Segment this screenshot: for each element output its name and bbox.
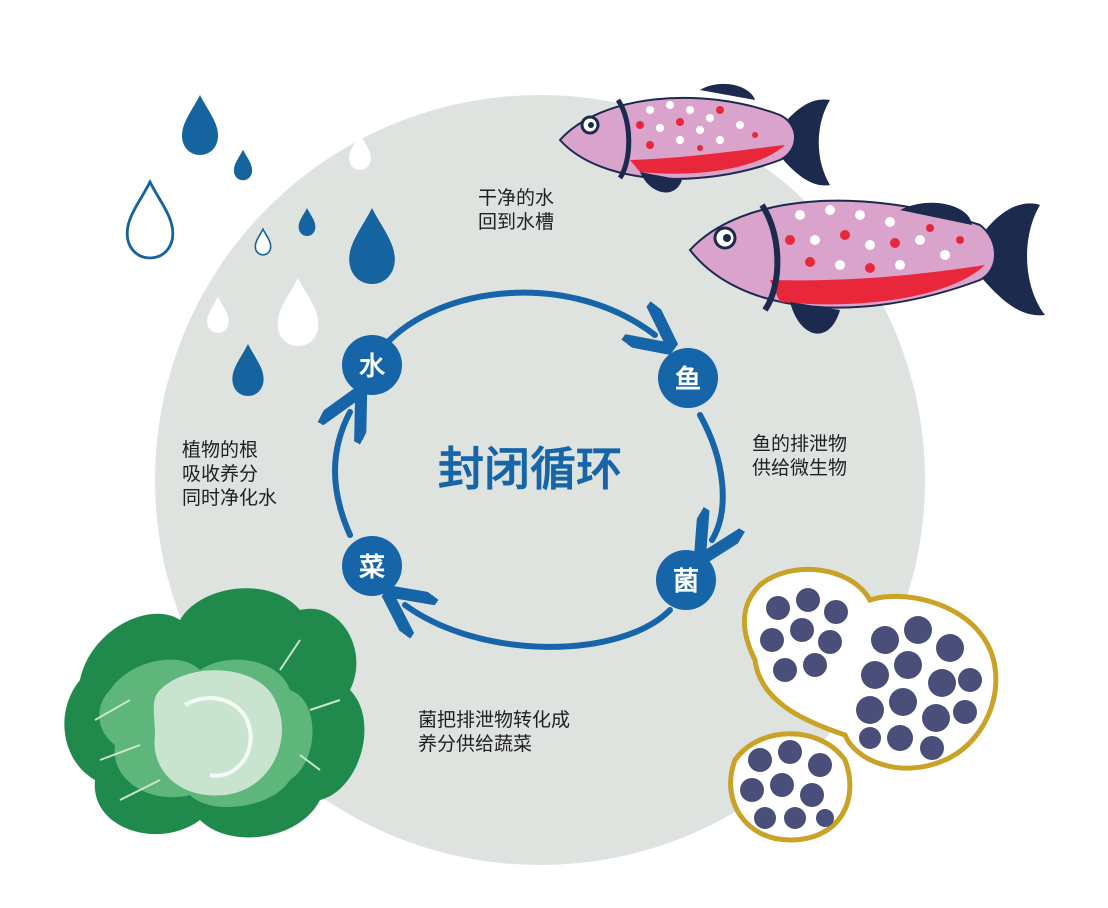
node-water (342, 335, 402, 395)
water-drop-icon (125, 180, 175, 260)
fish-icon (558, 83, 830, 193)
cycle-arrows (335, 289, 723, 650)
cycle-arrow-icon (700, 412, 723, 540)
water-drop-icon (182, 95, 218, 155)
annotation-top: 干净的水 回到水槽 (478, 187, 555, 233)
water-drop-icon (233, 149, 253, 181)
cabbage-icon (64, 588, 365, 838)
annotation-left: 植物的根 吸收养分 同时净化水 (182, 439, 278, 509)
microbe-icon (728, 566, 999, 843)
cycle-nodes: 水 鱼 菌 菜 (342, 335, 718, 610)
node-fish-label: 鱼 (675, 365, 701, 395)
node-bacteria (656, 550, 716, 610)
annotation-right: 鱼的排泄物 供给微生物 (752, 433, 848, 479)
annotation-bottom: 菌把排泄物转化成 养分供给蔬菜 (418, 709, 571, 755)
node-bacteria-label: 菌 (673, 567, 699, 597)
cycle-arrow-icon (335, 412, 350, 538)
node-vegetable-label: 菜 (358, 553, 385, 583)
node-fish (658, 348, 718, 408)
cycle-arrow-icon (382, 289, 655, 345)
cycle-arrow-icon (405, 605, 673, 650)
fish-icon (688, 199, 1045, 334)
node-vegetable (342, 536, 402, 596)
diagram-title: 封闭循环 (438, 442, 622, 496)
node-water-label: 水 (359, 352, 386, 382)
